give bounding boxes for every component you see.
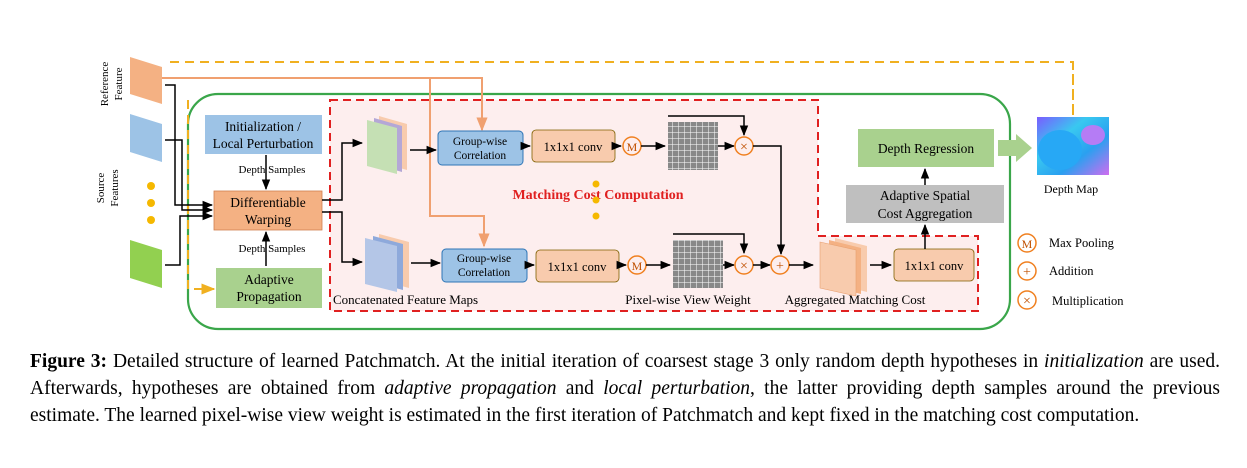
view-weight-top-map — [668, 122, 718, 170]
caption-text: are used. Afterwards, hypotheses are obt… — [30, 351, 1220, 399]
ellipsis-dot — [147, 199, 155, 207]
legend-maxpool-icon — [1017, 233, 1037, 253]
ellipsis-dot — [147, 216, 155, 224]
conv-agg-box — [893, 248, 975, 282]
caption-label: Figure 3: — [30, 351, 108, 372]
legend-maxpool-symbol: M — [1022, 237, 1033, 251]
bottom-feature-maps — [365, 234, 409, 292]
legend-maxpool-label: Max Pooling — [1049, 236, 1115, 250]
view-weight-bottom-map — [673, 240, 723, 288]
ellipsis-dot — [592, 212, 600, 220]
regression-to-depth-arrow — [998, 134, 1032, 162]
adaptive-propagation-box — [216, 268, 322, 308]
spatial-aggregation-box — [846, 185, 1004, 223]
multiply-bottom-symbol: × — [740, 259, 748, 274]
initialization-label: Initialization / — [225, 119, 301, 134]
caption-italic: initialization — [1044, 351, 1144, 372]
depth-samples-bottom-label: Depth Samples — [239, 243, 306, 255]
caption-text: Detailed structure of learned Patchmatch… — [107, 351, 1045, 372]
initialization-label-2: Local Perturbation — [213, 136, 314, 151]
figure-caption: Figure 3: Detailed structure of learned … — [30, 348, 1220, 429]
source-feature-map-1 — [130, 114, 162, 162]
groupwise-corr-top-label: Group-wise — [453, 136, 507, 148]
addition-symbol: + — [776, 259, 784, 274]
mult-top-to-add-line — [753, 145, 786, 256]
source-features-label: Source — [95, 173, 107, 204]
depth-regression-box — [858, 129, 994, 167]
top-feature-maps — [367, 116, 407, 174]
src2-to-warping-line — [165, 211, 214, 266]
weight-bottom-to-mult-line — [673, 233, 749, 255]
legend: M Max Pooling + Addition × Multiplicatio… — [1017, 233, 1124, 310]
warping-label-2: Warping — [245, 212, 291, 227]
legend-multiply-icon — [1017, 290, 1037, 310]
source-feature-map-2 — [130, 240, 162, 288]
ref-to-warping-line — [165, 84, 214, 210]
pixel-view-weight-label: Pixel-wise View Weight — [625, 292, 751, 307]
groupwise-corr-bottom-label: Group-wise — [457, 253, 511, 265]
source-dashed-path — [187, 100, 216, 295]
patchmatch-diagram: Reference Feature Source Features Initia… — [95, 57, 1124, 331]
warping-to-top-maps-line — [322, 138, 364, 201]
aggregated-cost-maps — [819, 238, 867, 297]
source-features-label-2: Features — [109, 169, 121, 206]
groupwise-corr-top-label-2: Correlation — [454, 150, 507, 162]
caption-text: and — [556, 378, 604, 399]
conv-bottom-label: 1x1x1 conv — [548, 260, 607, 274]
depth-map-label: Depth Map — [1044, 182, 1098, 196]
adaptive-propagation-label: Adaptive — [244, 272, 294, 287]
weight-top-to-mult-line — [668, 115, 749, 137]
reference-feature-label: Reference — [99, 62, 111, 107]
warping-label: Differentiable — [230, 195, 305, 210]
ellipsis-dot — [147, 182, 155, 190]
legend-addition-label: Addition — [1049, 264, 1094, 278]
warping-box — [213, 190, 323, 231]
caption-text: , the latter providing depth samples aro… — [30, 378, 1220, 426]
maxpool-bottom-symbol: M — [632, 259, 643, 273]
depth-map-image — [1037, 117, 1109, 175]
concat-maps-label: Concatenated Feature Maps — [333, 292, 478, 307]
conv-top-label: 1x1x1 conv — [544, 140, 603, 154]
matching-cost-title: Matching Cost Computation — [512, 188, 683, 203]
initialization-box — [205, 115, 322, 154]
legend-addition-icon — [1017, 261, 1037, 281]
warping-to-bottom-maps-line — [322, 211, 364, 267]
depth-samples-top-label: Depth Samples — [239, 164, 306, 176]
legend-multiply-label: Multiplication — [1052, 294, 1124, 308]
spatial-aggregation-label: Adaptive Spatial — [880, 188, 971, 203]
groupwise-corr-bottom-label-2: Correlation — [458, 267, 511, 279]
spatial-aggregation-label-2: Cost Aggregation — [878, 206, 973, 221]
legend-addition-symbol: + — [1023, 265, 1031, 280]
reference-feature-map — [130, 57, 162, 104]
conv-agg-label: 1x1x1 conv — [905, 259, 964, 273]
caption-italic: adaptive propagation — [384, 378, 557, 399]
adaptive-propagation-label-2: Propagation — [236, 289, 301, 304]
caption-italic: local perturbation — [603, 378, 751, 399]
ellipsis-dot — [592, 196, 600, 204]
maxpool-top-symbol: M — [627, 140, 638, 154]
reference-feature-label-2: Feature — [113, 67, 125, 100]
depth-regression-label: Depth Regression — [878, 141, 975, 156]
legend-multiply-symbol: × — [1023, 294, 1031, 309]
multiply-top-symbol: × — [740, 140, 748, 155]
aggregated-cost-label: Aggregated Matching Cost — [785, 292, 926, 307]
ellipsis-dot — [592, 180, 600, 188]
src1-to-warping-line — [165, 139, 214, 215]
ref-to-corr-top-line — [162, 77, 488, 132]
